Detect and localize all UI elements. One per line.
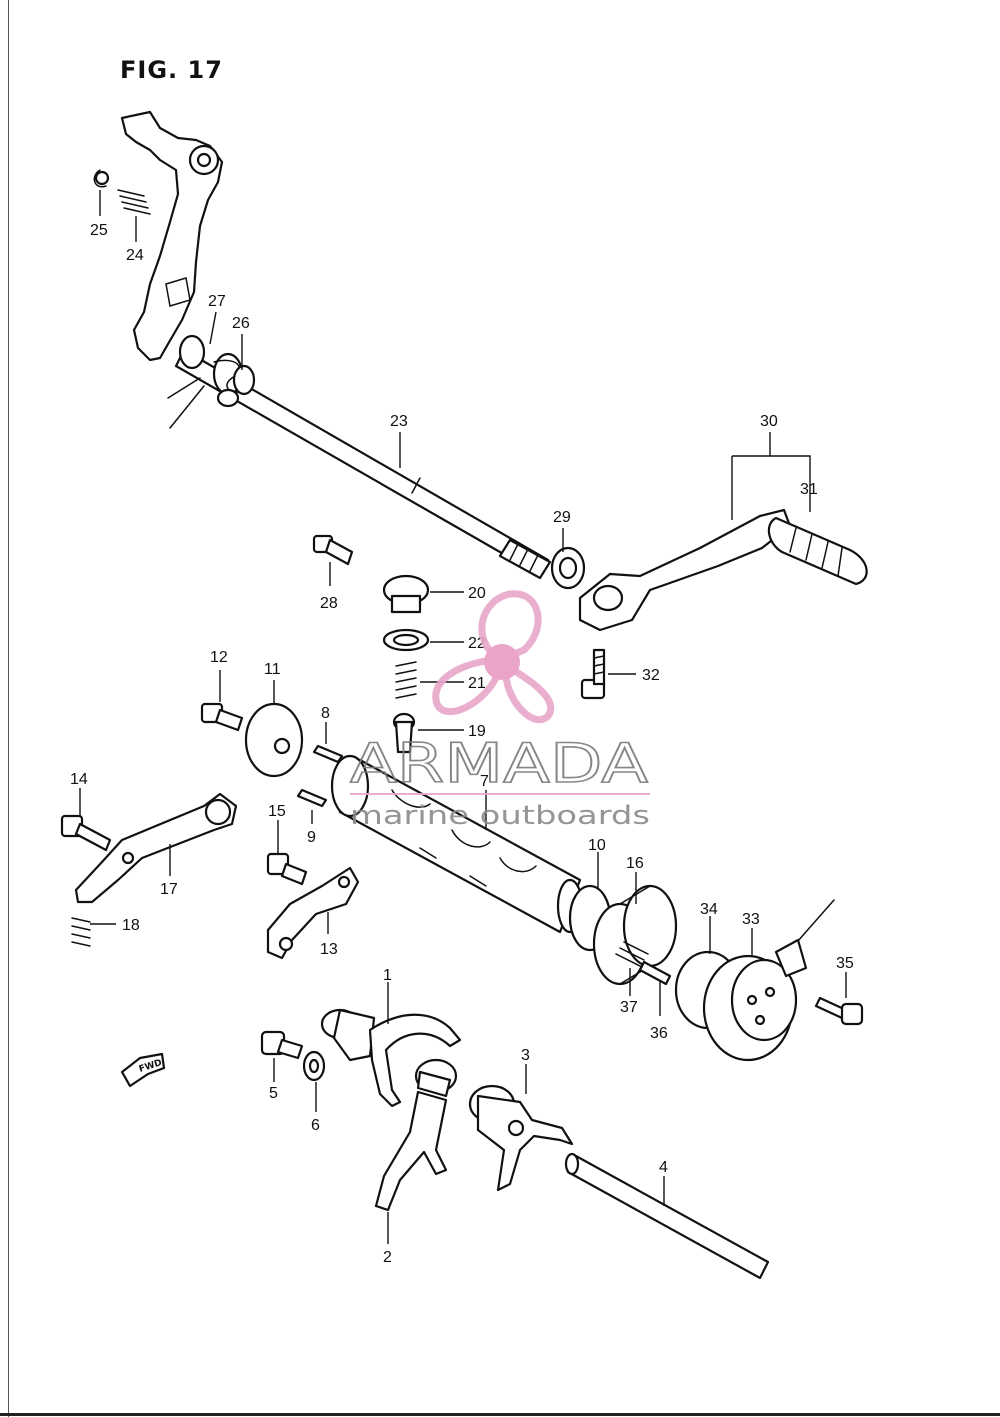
callout-2: 2 (383, 1249, 392, 1266)
callout-1: 1 (383, 967, 392, 984)
callout-37: 37 (620, 999, 638, 1016)
return-spring (167, 352, 256, 429)
callout-15: 15 (268, 803, 286, 820)
callout-3: 3 (521, 1047, 530, 1064)
gearshift-shaft (174, 348, 552, 580)
callout-6: 6 (311, 1117, 320, 1134)
fork-bolt (260, 1030, 304, 1060)
callout-4: 4 (659, 1159, 668, 1176)
callout-numbers: 25 24 27 26 23 30 31 29 28 20 22 21 19 3… (70, 222, 854, 1266)
callout-31: 31 (800, 481, 818, 498)
callout-32: 32 (642, 667, 660, 684)
cam-plate (244, 702, 304, 778)
stopper-arm (74, 792, 238, 904)
callout-12: 12 (210, 649, 228, 666)
callout-16: 16 (626, 855, 644, 872)
stopper-bolt (312, 534, 354, 566)
sheet-bottom-border (0, 1413, 1000, 1416)
drum-spring (615, 941, 649, 967)
callout-13: 13 (320, 941, 338, 958)
callout-23: 23 (390, 413, 408, 430)
stopper-spring (71, 917, 91, 947)
callout-14: 14 (70, 771, 88, 788)
stopper-arm-bolt (60, 814, 112, 852)
callout-34: 34 (700, 901, 718, 918)
small-spring-and-clip (93, 169, 151, 215)
leader-lines (79, 190, 847, 1244)
callout-9: 9 (307, 829, 316, 846)
callout-24: 24 (126, 247, 144, 264)
callout-19: 19 (468, 723, 486, 740)
propeller-logo-icon (432, 590, 555, 724)
fork-washer (302, 1050, 326, 1082)
shift-fork-1 (320, 1008, 462, 1108)
callout-20: 20 (468, 585, 486, 602)
shift-fork-3 (468, 1084, 574, 1192)
callout-8: 8 (321, 705, 330, 722)
callout-11: 11 (264, 661, 281, 678)
callout-17: 17 (160, 881, 178, 898)
neutral-switch (702, 899, 835, 1062)
cam-pin-upper (312, 744, 344, 764)
cam-bolt (200, 702, 244, 732)
detent-plug-assembly (382, 574, 430, 754)
callout-18: 18 (122, 917, 140, 934)
callout-21: 21 (468, 675, 486, 692)
armada-watermark: ARMADA marine outboards (349, 590, 650, 831)
callout-33: 33 (742, 911, 760, 928)
drum-pin (638, 960, 672, 986)
callout-25: 25 (90, 222, 108, 239)
shaft-washer (178, 334, 206, 370)
lever-bolt (580, 648, 606, 700)
callout-35: 35 (836, 955, 854, 972)
plate-bolt (266, 852, 308, 886)
cam-stopper-plate (266, 866, 360, 960)
watermark-tagline: marine outboards (350, 801, 650, 831)
callout-29: 29 (553, 509, 571, 526)
callout-7: 7 (480, 773, 489, 790)
callout-26: 26 (232, 315, 250, 332)
sheet-left-border (8, 0, 9, 1417)
fwd-direction-arrow: FWD (120, 1052, 166, 1088)
gearshift-arm (120, 110, 224, 362)
watermark-brand: ARMADA (350, 732, 648, 795)
cam-pin-lower (296, 788, 328, 808)
callout-5: 5 (269, 1085, 278, 1102)
drum-bearing (592, 884, 678, 986)
callout-27: 27 (208, 293, 226, 310)
callout-10: 10 (588, 837, 606, 854)
oil-seal (550, 546, 586, 590)
gearshift-lever (578, 508, 868, 632)
callout-28: 28 (320, 595, 338, 612)
figure-title: FIG. 17 (120, 56, 223, 84)
callout-30: 30 (760, 413, 778, 430)
shift-fork-2 (374, 1058, 458, 1212)
switch-screw (814, 996, 864, 1026)
callout-36: 36 (650, 1025, 668, 1042)
fork-shaft (564, 1152, 770, 1280)
